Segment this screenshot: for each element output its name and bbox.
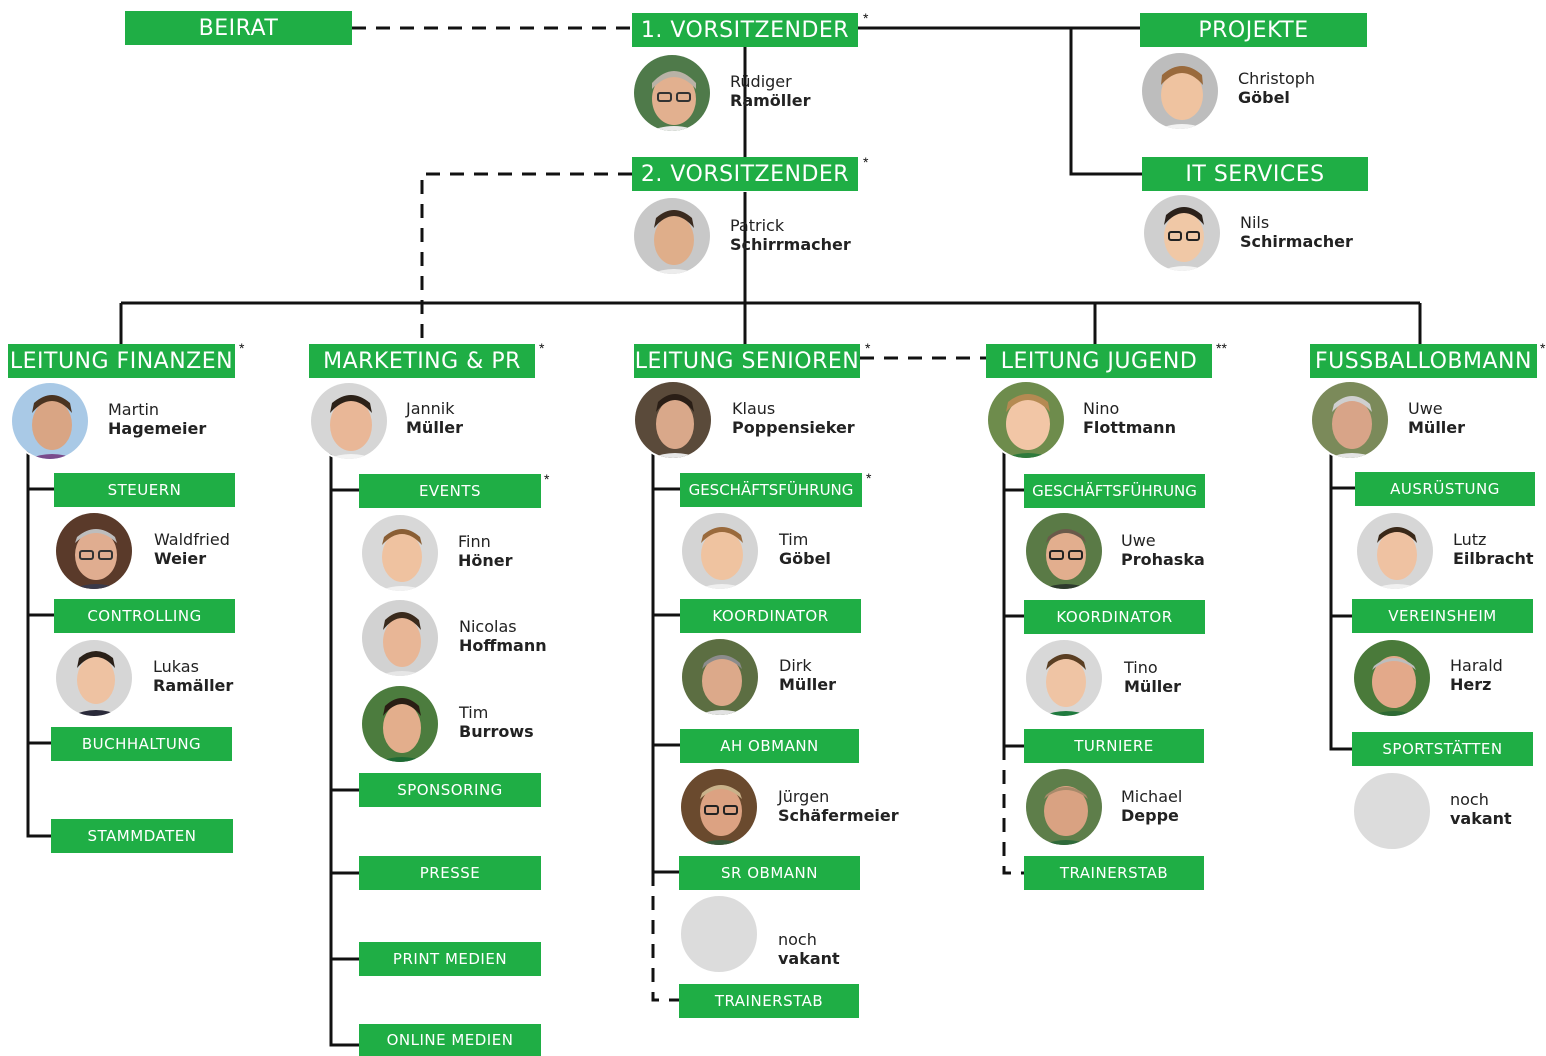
- box-projekte: PROJEKTE: [1140, 13, 1367, 47]
- box-steuern: STEUERN: [54, 473, 235, 507]
- box-stammdaten: STAMMDATEN: [51, 819, 233, 853]
- avatar-photo: [10, 381, 90, 461]
- box-leitung-jugend: LEITUNG JUGEND: [986, 344, 1212, 378]
- line-marketing-spine: [329, 440, 359, 1047]
- avatar-photo: [360, 513, 440, 593]
- line-it-branch: [1069, 28, 1142, 176]
- box-turniere: TURNIERE: [1024, 729, 1204, 763]
- box-it-services: IT SERVICES: [1142, 157, 1368, 191]
- avatar-photo: [360, 684, 440, 764]
- box-ah-obmann: AH OBMANN: [680, 729, 859, 763]
- avatar-photo: [54, 638, 134, 718]
- avatar-photo: [633, 380, 713, 460]
- box-trainerstab-senioren: TRAINERSTAB: [679, 984, 859, 1018]
- avatar-photo: [680, 637, 760, 717]
- star-vors1: *: [863, 10, 869, 26]
- box-geschaeftsfuehrung-senioren: GESCHÄFTSFÜHRUNG: [680, 473, 862, 507]
- avatar-photo: [679, 767, 759, 847]
- box-koordinator-senioren: KOORDINATOR: [680, 599, 861, 633]
- box-geschaeftsfuehrung-jugend: GESCHÄFTSFÜHRUNG: [1024, 474, 1205, 508]
- star-events: *: [544, 471, 550, 487]
- star-vors2: *: [863, 154, 869, 170]
- star-senioren: *: [865, 340, 871, 356]
- star-gf-senioren: *: [866, 470, 872, 486]
- box-sr-obmann: SR OBMANN: [679, 856, 860, 890]
- star-marketing: *: [539, 340, 545, 356]
- box-ausruestung: AUSRÜSTUNG: [1355, 472, 1535, 506]
- avatar-photo: [1024, 511, 1104, 591]
- box-beirat: BEIRAT: [125, 11, 352, 45]
- avatar-photo: [1310, 380, 1390, 460]
- box-buchhaltung: BUCHHALTUNG: [51, 727, 232, 761]
- box-marketing-pr: MARKETING & PR: [309, 344, 535, 378]
- box-events: EVENTS: [359, 474, 541, 508]
- box-1-vorsitzender: 1. VORSITZENDER: [632, 13, 858, 47]
- box-presse: PRESSE: [359, 856, 541, 890]
- avatar-photo: [309, 381, 389, 461]
- box-print-medien: PRINT MEDIEN: [359, 942, 541, 976]
- line-finanzen-spine: [26, 440, 51, 838]
- avatar-vacant: [679, 894, 759, 974]
- avatar-photo: [1142, 193, 1222, 273]
- box-fussballobmann: FUSSBALLOBMANN: [1310, 344, 1537, 378]
- avatar-photo: [1355, 511, 1435, 591]
- box-controlling: CONTROLLING: [54, 599, 235, 633]
- line-fussball-spine: [1329, 440, 1352, 751]
- avatar-photo: [360, 598, 440, 678]
- box-vereinsheim: VEREINSHEIM: [1352, 599, 1533, 633]
- star-finanzen: *: [239, 340, 245, 356]
- avatar-photo: [632, 196, 712, 276]
- avatar-photo: [680, 511, 760, 591]
- avatar-photo: [986, 380, 1066, 460]
- avatar-photo: [1140, 51, 1220, 131]
- avatar-photo: [1352, 638, 1432, 718]
- box-leitung-finanzen: LEITUNG FINANZEN: [8, 344, 235, 378]
- box-2-vorsitzender: 2. VORSITZENDER: [632, 157, 858, 191]
- avatar-photo: [1024, 638, 1104, 718]
- box-online-medien: ONLINE MEDIEN: [359, 1024, 541, 1056]
- star-jugend: **: [1216, 340, 1227, 356]
- avatar-vacant: [1352, 771, 1432, 851]
- avatar-photo: [54, 511, 134, 591]
- star-fussball: *: [1540, 340, 1546, 356]
- box-trainerstab-jugend: TRAINERSTAB: [1024, 856, 1204, 890]
- box-koordinator-jugend: KOORDINATOR: [1024, 600, 1205, 634]
- box-sponsoring: SPONSORING: [359, 773, 541, 807]
- box-leitung-senioren: LEITUNG SENIOREN: [634, 344, 860, 378]
- avatar-photo: [632, 53, 712, 133]
- box-sportstaetten: SPORTSTÄTTEN: [1352, 732, 1533, 766]
- avatar-photo: [1024, 767, 1104, 847]
- line-vors2-marketing: [420, 172, 632, 345]
